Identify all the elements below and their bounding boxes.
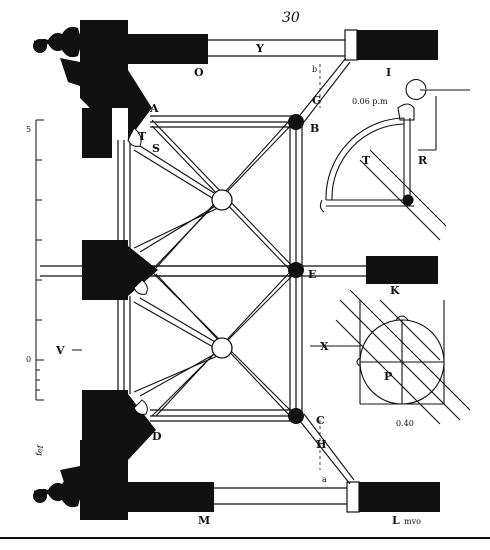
signature-mark: fef [34,444,45,457]
label-M: M [198,514,210,527]
block-I-end [344,29,358,61]
label-T: T [362,154,371,167]
lower-beam-block [128,482,214,512]
label-G: G [312,94,321,107]
upper-center-ring [211,189,233,211]
scale-mark-zero: 0 [26,355,31,364]
top-rosette-ornament [33,26,82,86]
detail-P [310,289,471,425]
label-B: B [310,122,319,135]
bottom-rosette-ornament [33,466,82,508]
label-V: V [55,344,65,357]
scale-mark-five: 5 [26,125,31,134]
upper-beam-block [128,34,208,64]
block-K [366,256,438,284]
dimension-top: 0.06 p.m [352,97,388,106]
dimension-bottom: 0.40 [396,419,414,428]
detail-TR [319,78,470,241]
lower-center-ring [211,337,233,359]
lower-right-word: mvo [404,517,421,526]
label-R: R [418,154,428,167]
corbel-brackets [127,127,148,415]
block-L-end [346,481,360,513]
block-I [350,30,438,60]
label-A: A [149,102,159,115]
figure-number: 30 [282,10,300,26]
small-label-b: b [312,65,317,74]
label-K: K [390,284,400,297]
label-D: D [152,430,162,443]
label-T-small: T [138,130,147,143]
label-L: L [392,514,400,527]
left-scale-bar [35,119,44,401]
label-S: S [152,142,160,155]
label-X: X [320,340,329,353]
block-L [352,482,440,512]
label-E: E [308,268,316,281]
joint-nodes [288,114,304,424]
label-I: I [386,66,391,79]
left-wall [80,20,158,520]
label-C: C [316,414,325,427]
label-Y: Y [255,42,264,55]
label-O: O [194,66,204,79]
label-P: P [384,370,392,383]
label-H: H [316,438,326,451]
small-label-a: a [322,475,327,484]
construction-lines [300,39,345,470]
